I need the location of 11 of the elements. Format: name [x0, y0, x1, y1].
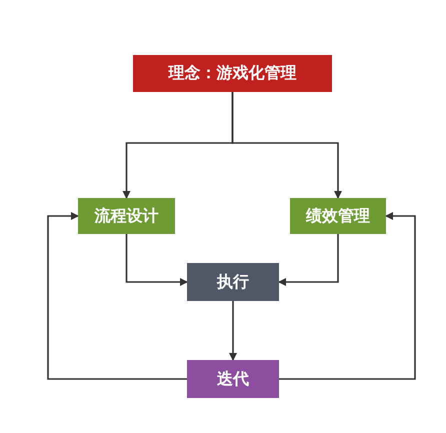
arrow	[279, 212, 416, 380]
arrow	[47, 212, 187, 380]
process-box: 绩效管理	[290, 198, 386, 234]
arrow	[229, 301, 237, 361]
process-box: 流程设计	[78, 198, 175, 234]
process-box: 执行	[187, 263, 279, 301]
concept-box: 理念：游戏化管理	[133, 55, 332, 92]
process-box: 迭代	[187, 360, 279, 398]
arrow	[278, 234, 339, 286]
arrow	[232, 92, 342, 199]
arrow	[126, 234, 188, 286]
